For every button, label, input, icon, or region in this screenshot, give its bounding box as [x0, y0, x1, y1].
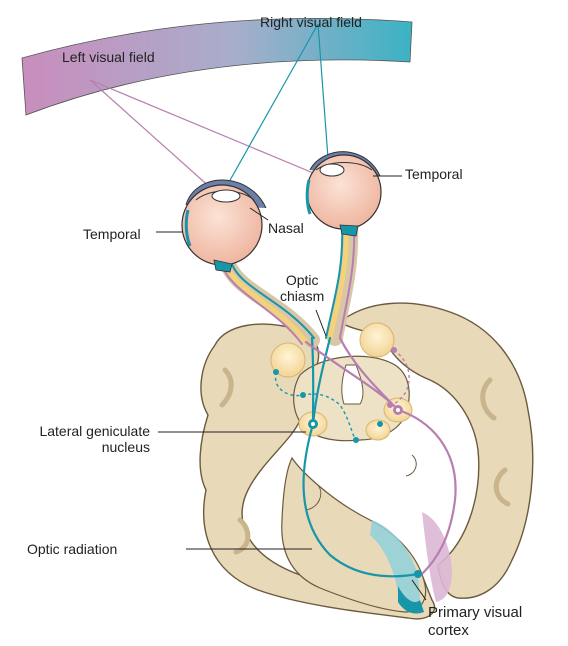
right-eye	[307, 152, 381, 236]
leader-optic-chiasm	[316, 310, 326, 336]
label-primary-visual-line1: Primary visual	[428, 604, 522, 622]
label-right-visual-field: Right visual field	[260, 14, 362, 30]
pulvinar-right	[360, 323, 394, 357]
label-nasal: Nasal	[268, 220, 304, 236]
visual-field-band	[22, 18, 412, 115]
label-temporal-right: Temporal	[405, 166, 463, 182]
label-left-visual-field: Left visual field	[62, 49, 155, 65]
label-optic-radiation: Optic radiation	[27, 541, 117, 557]
label-primary-visual-cortex: Primary visual cortex	[428, 604, 522, 640]
left-eye	[182, 180, 266, 272]
label-optic-chiasm-line1: Optic	[280, 272, 324, 288]
label-temporal-left: Temporal	[83, 226, 141, 242]
label-optic-chiasm-line2: chiasm	[280, 288, 324, 304]
label-optic-chiasm: Optic chiasm	[280, 272, 324, 304]
label-lgn-line2: nucleus	[10, 439, 150, 455]
label-primary-visual-line2: cortex	[428, 622, 522, 640]
label-lateral-geniculate-nucleus: Lateral geniculate nucleus	[10, 423, 150, 455]
label-lgn-line1: Lateral geniculate	[10, 423, 150, 439]
